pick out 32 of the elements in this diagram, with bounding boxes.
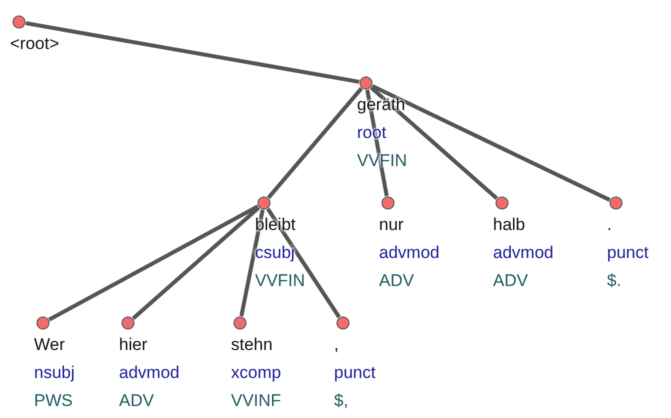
pos-tag: $. bbox=[607, 267, 649, 295]
tree-edge bbox=[48, 204, 259, 322]
relation-label: advmod bbox=[493, 242, 554, 264]
relation-label: advmod bbox=[379, 242, 440, 264]
pos-tag: VVFIN bbox=[255, 267, 306, 295]
tree-edge bbox=[132, 206, 260, 320]
word-label: . bbox=[607, 214, 613, 236]
word-label: <root> bbox=[10, 33, 60, 55]
word-label: nur bbox=[379, 214, 405, 236]
word-label: , bbox=[334, 334, 340, 356]
tree-edge bbox=[267, 87, 363, 199]
relation-label: advmod bbox=[119, 362, 180, 384]
relation-label: csubj bbox=[255, 242, 296, 264]
word-label: Wer bbox=[34, 334, 66, 356]
relation-label: xcomp bbox=[231, 362, 282, 384]
relation-label: nsubj bbox=[34, 362, 75, 384]
pos-tag: ADV bbox=[493, 267, 554, 295]
pos-tag: VVINF bbox=[231, 387, 282, 415]
pos-tag: ADV bbox=[379, 267, 440, 295]
tree-edge bbox=[26, 21, 360, 84]
tree-edge bbox=[239, 209, 265, 317]
relation-label: punct bbox=[607, 242, 649, 264]
relation-label: punct bbox=[334, 362, 376, 384]
pos-tag: ADV bbox=[119, 387, 180, 415]
word-label: halb bbox=[493, 214, 526, 236]
tree-edge bbox=[371, 84, 611, 202]
pos-tag: PWS bbox=[34, 387, 75, 415]
tree-edge bbox=[370, 86, 498, 200]
word-label: stehn bbox=[231, 334, 274, 356]
word-label: hier bbox=[119, 334, 148, 356]
pos-tag: $, bbox=[334, 387, 376, 415]
tree-edge bbox=[266, 208, 341, 318]
